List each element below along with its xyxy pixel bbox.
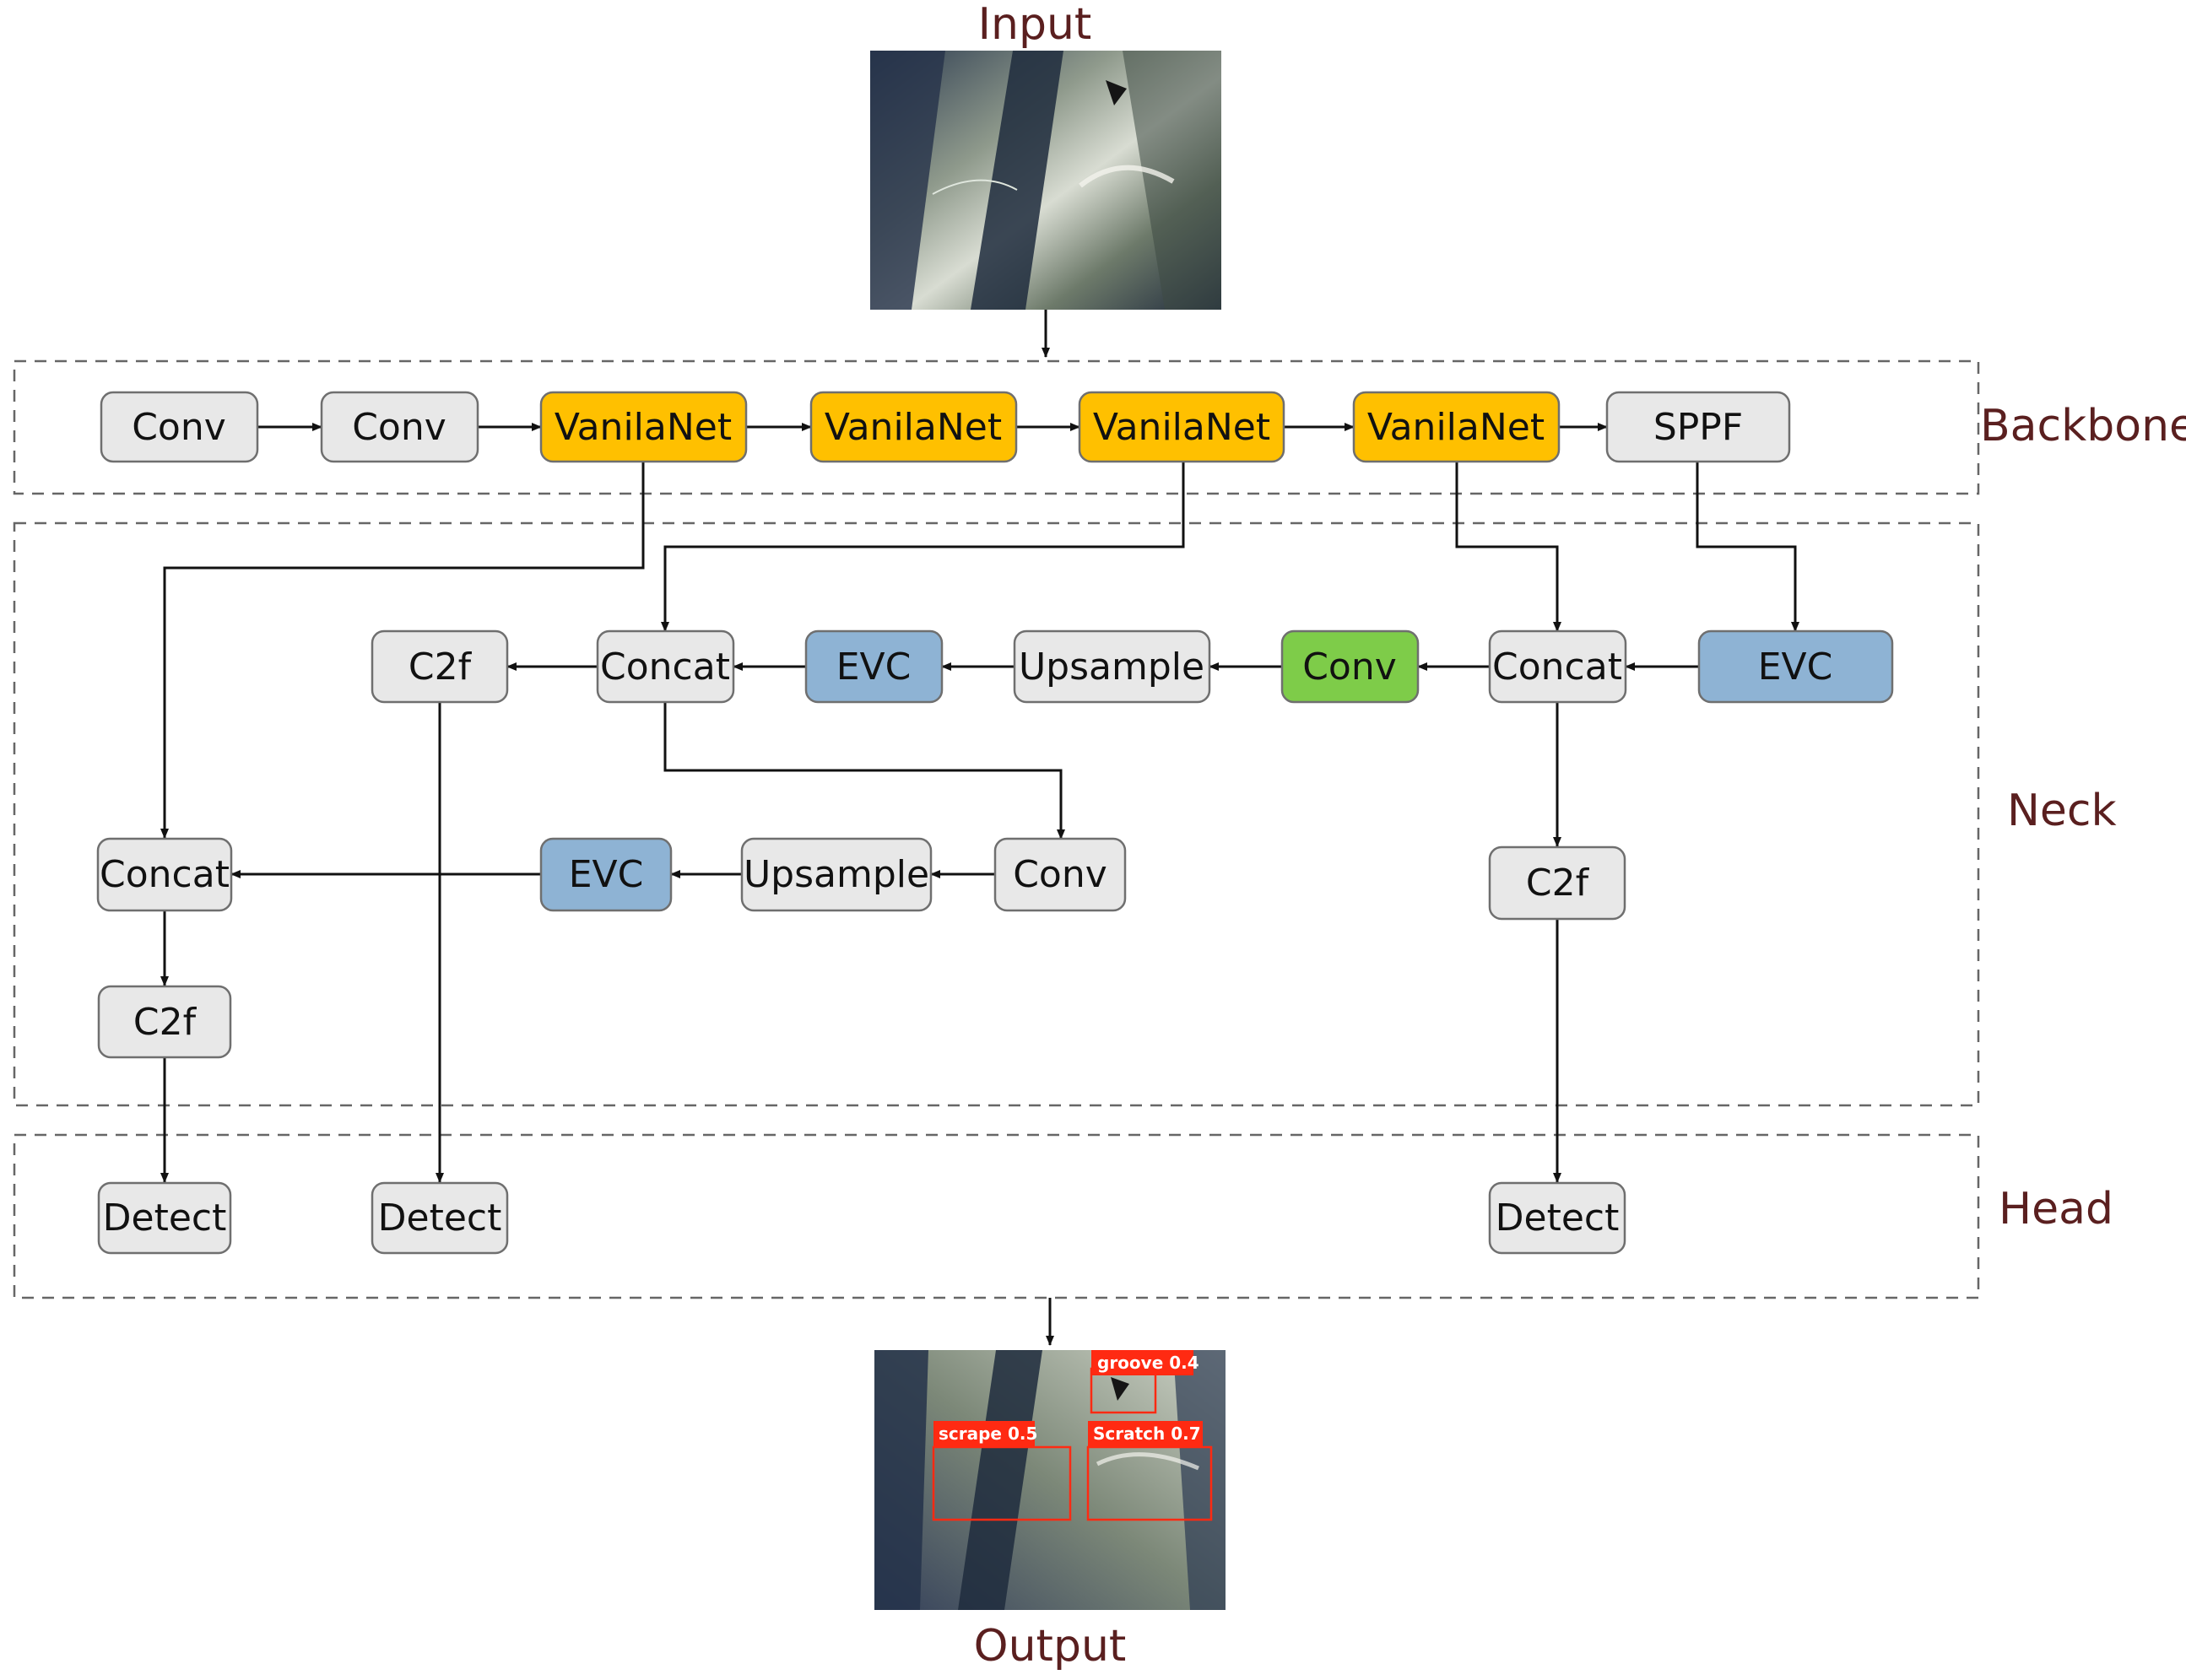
node-evc-a-label: EVC	[836, 646, 912, 689]
node-evc-b-label: EVC	[1758, 646, 1833, 689]
node-concat-b: Concat	[1488, 629, 1627, 704]
node-concat-c: Concat	[96, 837, 233, 912]
input-image	[870, 51, 1221, 310]
node-upsample-a-label: Upsample	[1019, 646, 1204, 689]
detection-label-scratch: Scratch 0.7	[1093, 1423, 1201, 1444]
node-b-conv1: Conv	[100, 391, 259, 463]
output-label: Output	[974, 1621, 1127, 1672]
head-label: Head	[1999, 1184, 2113, 1234]
node-conv-green: Conv	[1280, 629, 1420, 704]
node-vanilanet-3: VanilaNet	[1078, 391, 1285, 463]
node-vanilanet-4-label: VanilaNet	[1367, 406, 1545, 449]
node-c2f-b: C2f	[1488, 845, 1626, 921]
node-b-conv2-label: Conv	[352, 406, 446, 449]
input-label: Input	[978, 0, 1092, 50]
node-c2f-c-label: C2f	[133, 1001, 197, 1044]
node-upsample-a: Upsample	[1013, 629, 1211, 704]
node-vanilanet-4: VanilaNet	[1352, 391, 1561, 463]
node-evc-a: EVC	[804, 629, 944, 704]
node-vanilanet-1-label: VanilaNet	[555, 406, 732, 449]
edge-vn4-concat-b	[1455, 462, 1561, 632]
node-upsample-b: Upsample	[740, 837, 933, 912]
edge-vn1-concat-c	[160, 462, 645, 839]
node-conv-b-label: Conv	[1013, 853, 1107, 896]
edge-vn3-concat-a	[661, 462, 1185, 632]
node-detect-2: Detect	[371, 1181, 509, 1255]
node-detect-3: Detect	[1488, 1181, 1626, 1255]
node-concat-a: Concat	[596, 629, 735, 704]
node-sppf: SPPF	[1605, 391, 1791, 463]
node-vanilanet-2-label: VanilaNet	[825, 406, 1002, 449]
node-concat-b-label: Concat	[1492, 646, 1622, 689]
backbone-region	[13, 359, 1980, 495]
detection-label-scrape: scrape 0.5	[939, 1423, 1037, 1444]
edge-sppf-evc-b	[1696, 462, 1799, 632]
node-b-conv2: Conv	[320, 391, 479, 463]
node-vanilanet-1: VanilaNet	[539, 391, 748, 463]
node-vanilanet-3-label: VanilaNet	[1093, 406, 1270, 449]
node-detect-1: Detect	[97, 1181, 232, 1255]
node-upsample-b-label: Upsample	[744, 853, 929, 896]
node-conv-green-label: Conv	[1302, 646, 1397, 689]
node-vanilanet-2: VanilaNet	[809, 391, 1018, 463]
output-image: groove 0.4 scrape 0.5 Scratch 0.7	[874, 1350, 1226, 1610]
detection-label-groove: groove 0.4	[1097, 1353, 1199, 1373]
neck-region	[13, 521, 1980, 1107]
node-c2f-a: C2f	[371, 629, 509, 704]
neck-label: Neck	[2007, 786, 2117, 836]
node-c2f-c: C2f	[97, 985, 232, 1059]
node-b-conv1-label: Conv	[132, 406, 226, 449]
node-conv-b: Conv	[993, 837, 1127, 912]
node-evc-c-label: EVC	[569, 853, 644, 896]
node-evc-c: EVC	[539, 837, 673, 912]
node-detect-1-label: Detect	[103, 1197, 227, 1240]
node-concat-a-label: Concat	[600, 646, 730, 689]
edges	[160, 310, 1799, 1346]
detection-box-scratch	[1086, 1445, 1213, 1521]
backbone-label: Backbone	[1980, 401, 2186, 451]
edge-concat-a-conv-b	[663, 702, 1065, 840]
detection-box-scrape	[932, 1445, 1072, 1521]
node-detect-2-label: Detect	[378, 1197, 502, 1240]
node-c2f-a-label: C2f	[409, 646, 473, 689]
node-detect-3-label: Detect	[1496, 1197, 1620, 1240]
node-c2f-b-label: C2f	[1526, 862, 1590, 905]
node-sppf-label: SPPF	[1653, 406, 1743, 449]
node-evc-b: EVC	[1697, 629, 1894, 704]
node-concat-c-label: Concat	[100, 853, 230, 896]
head-region	[13, 1133, 1980, 1299]
